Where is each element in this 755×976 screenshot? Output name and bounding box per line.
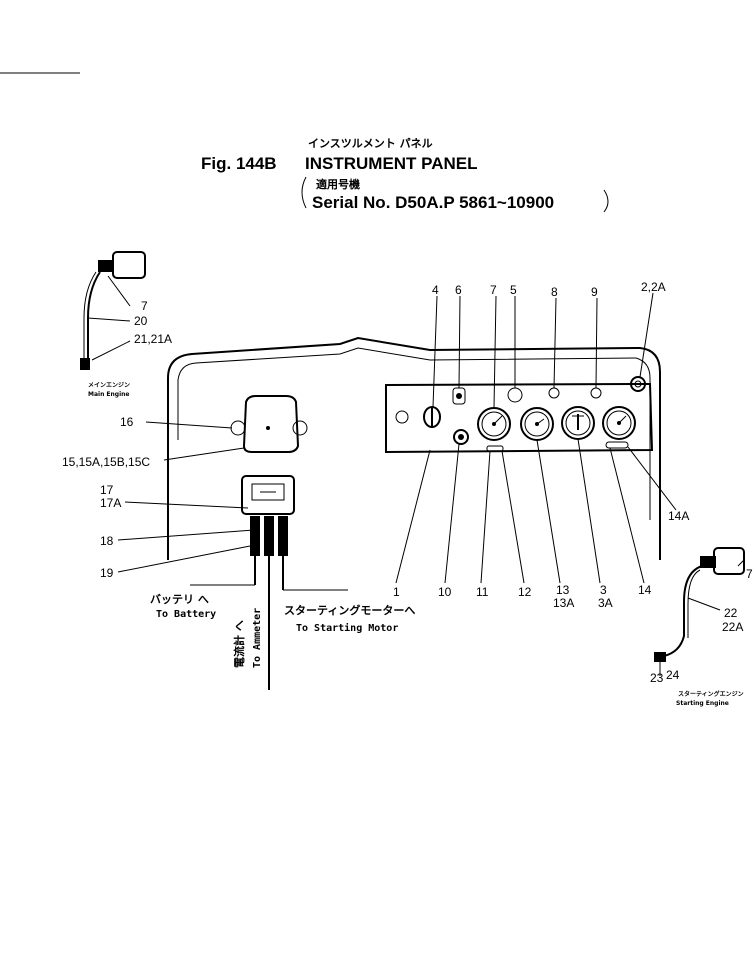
battery-label-en: To Battery: [156, 609, 216, 620]
panel-outline: [167, 336, 661, 560]
battery-label-ja: バッテリ へ: [150, 593, 209, 606]
leader-lines: [87, 275, 745, 676]
label-plate-14: [605, 441, 629, 449]
callout-8: 8: [551, 285, 558, 299]
button-10: [453, 429, 469, 445]
relay-wires: [190, 556, 348, 690]
callout-10: 10: [438, 585, 452, 599]
callout-5: 5: [510, 283, 517, 297]
callout-16: 16: [120, 415, 134, 429]
callout-13a: 13A: [553, 596, 574, 610]
main-engine-sender: [80, 251, 146, 370]
label-plate-11: [486, 445, 504, 452]
labels: メインエンジン Main Engine スターティングエンジン Starting…: [88, 382, 744, 707]
lamp-8: [548, 387, 560, 399]
paren-right: [603, 189, 609, 213]
serial-number: Serial No. D50A.P 5861~10900: [312, 193, 554, 212]
callout-9: 9: [591, 285, 598, 299]
callouts: 4 6 7 5 8 9 2,2A 1 10 11 12 13 13A 3 3A …: [62, 280, 753, 685]
starting-motor-label-ja: スターティングモーターへ: [284, 603, 415, 617]
screw-2: [630, 376, 646, 392]
callout-24: 24: [666, 668, 680, 682]
starting-engine-label-en: Starting Engine: [676, 700, 729, 707]
main-engine-label-ja: メインエンジン: [88, 382, 130, 389]
callout-7: 7: [490, 283, 497, 297]
callout-15: 15,15A,15B,15C: [62, 455, 150, 469]
callout-22: 22: [724, 606, 738, 620]
fig-label: Fig. 144B: [201, 154, 277, 173]
main-engine-label-en: Main Engine: [88, 391, 130, 398]
instrument-plate: [385, 376, 654, 454]
starting-motor-label-en: To Starting Motor: [296, 622, 398, 634]
callout-12: 12: [518, 585, 532, 599]
callout-11: 11: [476, 585, 489, 599]
callout-17: 17: [100, 483, 114, 497]
lamp-5: [507, 387, 523, 403]
starting-engine-sender: [654, 547, 745, 662]
callout-2-2a: 2,2A: [641, 280, 666, 294]
title-english: INSTRUMENT PANEL: [305, 154, 478, 173]
title-japanese: インスツルメント パネル: [308, 137, 433, 150]
gauge-14: [602, 406, 636, 440]
callout-14a: 14A: [668, 509, 689, 523]
callout-17a: 17A: [100, 496, 121, 510]
callout-4: 4: [432, 283, 439, 297]
paren-left: [301, 176, 307, 209]
callout-21: 21,21A: [134, 332, 172, 346]
callout-18: 18: [100, 534, 114, 548]
callout-7-start: 7: [746, 567, 753, 581]
callout-22a: 22A: [722, 620, 743, 634]
callout-23: 23: [650, 671, 664, 685]
starting-engine-label-ja: スターティングエンジン: [678, 690, 744, 698]
ammeter-label-ja: 電流計 へ: [232, 620, 246, 668]
callout-3a: 3A: [598, 596, 613, 610]
callout-13: 13: [556, 583, 570, 597]
ammeter-label-en: To Ammeter: [252, 608, 263, 668]
lamp-9: [590, 387, 602, 399]
serial-japanese: 適用号機: [316, 177, 360, 191]
callout-19: 19: [100, 566, 114, 580]
relay-16: [230, 395, 308, 453]
plate-hole-left: [395, 410, 409, 424]
callout-6: 6: [455, 283, 462, 297]
callout-1: 1: [393, 585, 400, 599]
header: インスツルメント パネル Fig. 144B INSTRUMENT PANEL …: [201, 137, 609, 213]
callout-20: 20: [134, 314, 148, 328]
callout-14: 14: [638, 583, 652, 597]
callout-7-main: 7: [141, 299, 148, 313]
relay-17: [241, 475, 295, 556]
callout-3: 3: [600, 583, 607, 597]
